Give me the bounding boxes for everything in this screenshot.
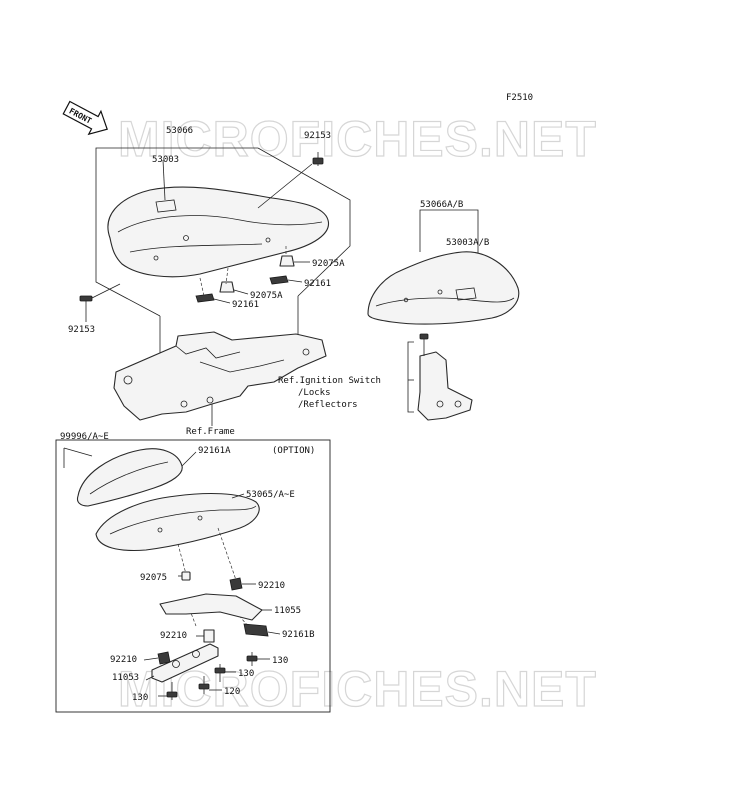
option-box [55,439,331,713]
rear-seat-cover [367,251,520,325]
label-ref-ignition: Ref.Ignition Switch [278,376,381,386]
main-seat-group [79,147,351,370]
spacer-92210-1 [229,577,243,591]
label-92075A-1: 92075A [312,259,345,269]
label-92210-2: 92210 [160,631,187,641]
bolt-130-1 [246,652,270,666]
label-92161B: 92161B [282,630,315,640]
bolt-130-3 [158,682,178,700]
label-option: (OPTION) [272,446,315,456]
label-120: 120 [224,687,240,697]
label-99996: 99996/A~E [60,432,109,442]
label-130-1: 130 [272,656,288,666]
label-ref-frame: Ref.Frame [186,427,235,437]
rear-cover-group [367,209,520,421]
label-92153-left: 92153 [68,325,95,335]
label-92161-2: 92161 [232,300,259,310]
label-11055: 11055 [274,606,301,616]
spacer-92210-2 [203,629,215,643]
label-11053: 11053 [112,673,139,683]
clip-92161B [243,623,269,637]
label-92075: 92075 [140,573,167,583]
main-seat [107,186,330,278]
clip-92161-1 [269,275,303,285]
bolt-92153-top [312,152,324,166]
bolt-120 [198,676,222,694]
label-92210-1: 92210 [258,581,285,591]
clip-92075A-2 [219,281,249,295]
label-53003: 53003 [152,155,179,165]
bolt-92153-left [79,283,121,322]
clip-92075A-1 [279,255,310,267]
figure-code: F2510 [506,93,533,103]
label-92161A: 92161A [198,446,231,456]
single-seat-cowl [76,448,183,507]
label-130-3: 130 [132,693,148,703]
seat-frame [113,331,327,426]
label-130-2: 130 [238,669,254,679]
watermark-top: MICROFICHES.NET [118,111,597,167]
front-arrow-icon: FRONT [62,100,108,136]
base-plate [151,643,219,683]
lock-bracket [417,351,473,421]
watermark-bottom: MICROFICHES.NET [118,661,597,717]
label-53066: 53066 [166,126,193,136]
label-53003AB: 53003A/B [446,238,489,248]
label-92153-top: 92153 [304,131,331,141]
seat-pad [95,492,260,552]
spacer-92210-3 [157,651,171,665]
bolt-130-2 [214,664,236,682]
option-group [63,447,281,700]
mount-bracket [159,593,263,621]
label-92161-1: 92161 [304,279,331,289]
label-ref-reflectors: /Reflectors [298,400,358,410]
label-53065: 53065/A~E [246,490,295,500]
bushing-92075 [181,571,191,581]
label-92210-3: 92210 [110,655,137,665]
label-ref-locks: /Locks [298,388,331,398]
label-53066AB: 53066A/B [420,200,463,210]
label-92075A-2: 92075A [250,291,283,301]
clip-92161-2 [195,293,231,304]
